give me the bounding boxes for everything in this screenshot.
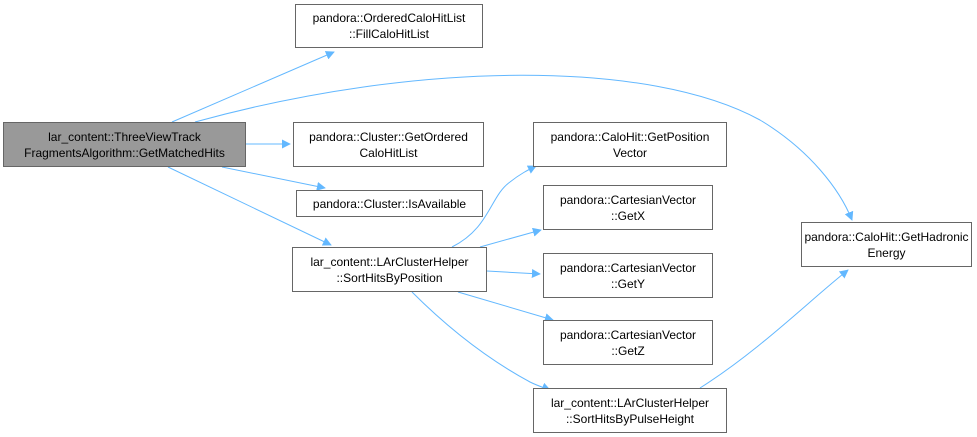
node-cluster-get-ordered-calo-hit-list[interactable]: pandora::Cluster::GetOrdered CaloHitList (293, 122, 484, 167)
node-calo-hit-get-hadronic-energy[interactable]: pandora::CaloHit::GetHadronic Energy (801, 222, 972, 267)
edge-pul-to-had (699, 269, 849, 389)
edge-root-to-had (194, 74, 854, 221)
node-label-line: pandora::Cluster::IsAvailable (312, 196, 467, 211)
node-label-line: FragmentsAlgorithm::GetMatchedHits (24, 145, 225, 160)
edge-sort-to-pos (451, 165, 537, 248)
edge-root-to-sort (167, 166, 332, 246)
node-label-line: pandora::OrderedCaloHitList (312, 11, 466, 25)
edge-sort-to-z (457, 291, 554, 323)
node-sort-hits-by-position[interactable]: lar_content::LArClusterHelper ::SortHits… (292, 247, 487, 292)
node-label-line: lar_content::LArClusterHelper (550, 395, 710, 410)
node-label-line: pandora::CaloHit::GetPosition (550, 129, 710, 144)
node-label-line: ::GetY (610, 276, 645, 291)
node-label-line: ::FillCaloHitList (348, 27, 429, 41)
edge-sort-to-pul (411, 291, 551, 392)
edge-sort-to-x (479, 227, 542, 248)
node-label-line: ::GetX (610, 208, 645, 223)
edge-sort-to-y (486, 269, 541, 279)
node-label-line: pandora::CartesianVector (559, 327, 697, 342)
node-label-line: lar_content::LArClusterHelper (310, 254, 469, 269)
node-label-line: lar_content::ThreeViewTrack (48, 129, 201, 144)
node-label-line: ::SortHitsByPulseHeight (565, 411, 695, 426)
node-cartesian-vector-get-z[interactable]: pandora::CartesianVector ::GetZ (543, 320, 713, 365)
node-label-line: Vector (612, 145, 648, 160)
node-ordered-calo-hit-list-fill[interactable]: pandora::OrderedCaloHitList ::FillCaloHi… (295, 4, 483, 48)
edge-root-to-avl (221, 166, 326, 191)
node-label-line: CaloHitList (359, 145, 418, 160)
node-label-line: ::GetZ (611, 343, 645, 358)
node-label-line: ::SortHitsByPosition (336, 270, 443, 285)
node-cartesian-vector-get-y[interactable]: pandora::CartesianVector ::GetY (543, 253, 713, 298)
node-label-line: pandora::CaloHit::GetHadronic (804, 229, 969, 244)
node-cartesian-vector-get-x[interactable]: pandora::CartesianVector ::GetX (543, 185, 713, 230)
edge-root-to-fill (171, 51, 335, 123)
node-calo-hit-get-position-vector[interactable]: pandora::CaloHit::GetPosition Vector (533, 122, 727, 167)
node-sort-hits-by-pulse-height[interactable]: lar_content::LArClusterHelper ::SortHits… (533, 388, 727, 433)
node-label-line: Energy (867, 245, 906, 260)
node-label-line: pandora::Cluster::GetOrdered (309, 129, 468, 144)
node-label-line: pandora::CartesianVector (559, 260, 697, 275)
node-three-view-track-get-matched-hits[interactable]: lar_content::ThreeViewTrack FragmentsAlg… (3, 122, 246, 167)
node-cluster-is-available[interactable]: pandora::Cluster::IsAvailable (296, 190, 483, 217)
node-label-line: pandora::CartesianVector (559, 192, 697, 207)
